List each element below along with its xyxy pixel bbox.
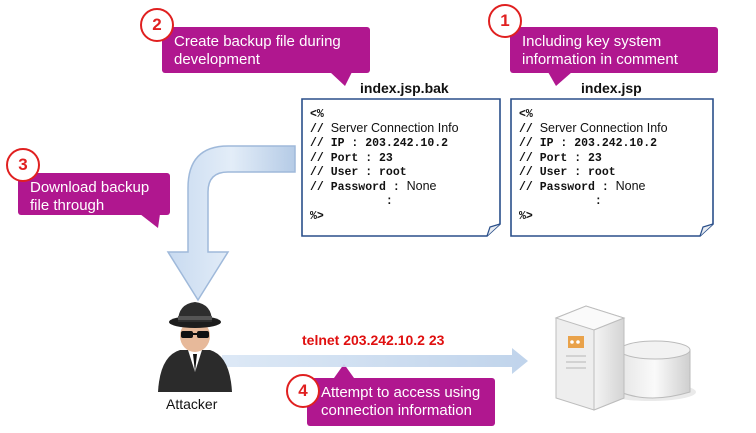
step-3-badge: 3 — [6, 148, 40, 182]
original-file-content: <% // Server Connection Info // IP : 203… — [519, 106, 668, 223]
step-1-callout: Including key system information in comm… — [510, 27, 718, 73]
code-line: // User : root — [310, 166, 407, 179]
backup-document-fold — [486, 223, 501, 237]
code-line: // Port : 23 — [519, 151, 602, 165]
original-document-fold — [699, 223, 714, 237]
telnet-command: telnet 203.242.10.2 23 — [302, 332, 445, 348]
step-4-badge: 4 — [286, 374, 320, 408]
code-line: // Port : 23 — [310, 151, 393, 165]
original-file-name: index.jsp — [581, 80, 642, 96]
backup-file-name: index.jsp.bak — [360, 80, 449, 96]
server-icon — [554, 305, 696, 411]
code-line: : — [519, 195, 602, 208]
step-4-callout: Attempt to access using connection infor… — [307, 378, 495, 426]
callout-tail-4 — [334, 364, 354, 378]
code-line: // Password : None — [519, 178, 646, 194]
code-line: // IP : 203.242.10.2 — [519, 137, 658, 150]
backup-file-content: <% // Server Connection Info // IP : 203… — [310, 106, 459, 223]
callout-tail-2 — [330, 72, 352, 86]
step-2-badge: 2 — [140, 8, 174, 42]
code-line: %> — [519, 209, 533, 223]
code-line: <% — [310, 108, 324, 121]
step-1-badge: 1 — [488, 4, 522, 38]
code-line: // Password : None — [310, 178, 437, 194]
code-line: // IP : 203.242.10.2 — [310, 137, 449, 150]
download-arrow — [166, 145, 296, 302]
code-line: // Server Connection Info — [519, 120, 668, 136]
code-line: %> — [310, 209, 324, 223]
attacker-icon — [158, 302, 232, 392]
code-line: // Server Connection Info — [310, 120, 459, 136]
attack-arrow — [222, 348, 528, 374]
callout-tail-1 — [548, 72, 572, 86]
code-line: <% — [519, 108, 533, 121]
attacker-label: Attacker — [166, 396, 218, 412]
callout-tail-3 — [140, 214, 160, 228]
code-line: // User : root — [519, 166, 616, 179]
code-line: : — [310, 195, 393, 208]
step-3-callout: Download backup file through browser — [18, 173, 170, 232]
step-2-callout: Create backup file during development — [162, 27, 370, 73]
